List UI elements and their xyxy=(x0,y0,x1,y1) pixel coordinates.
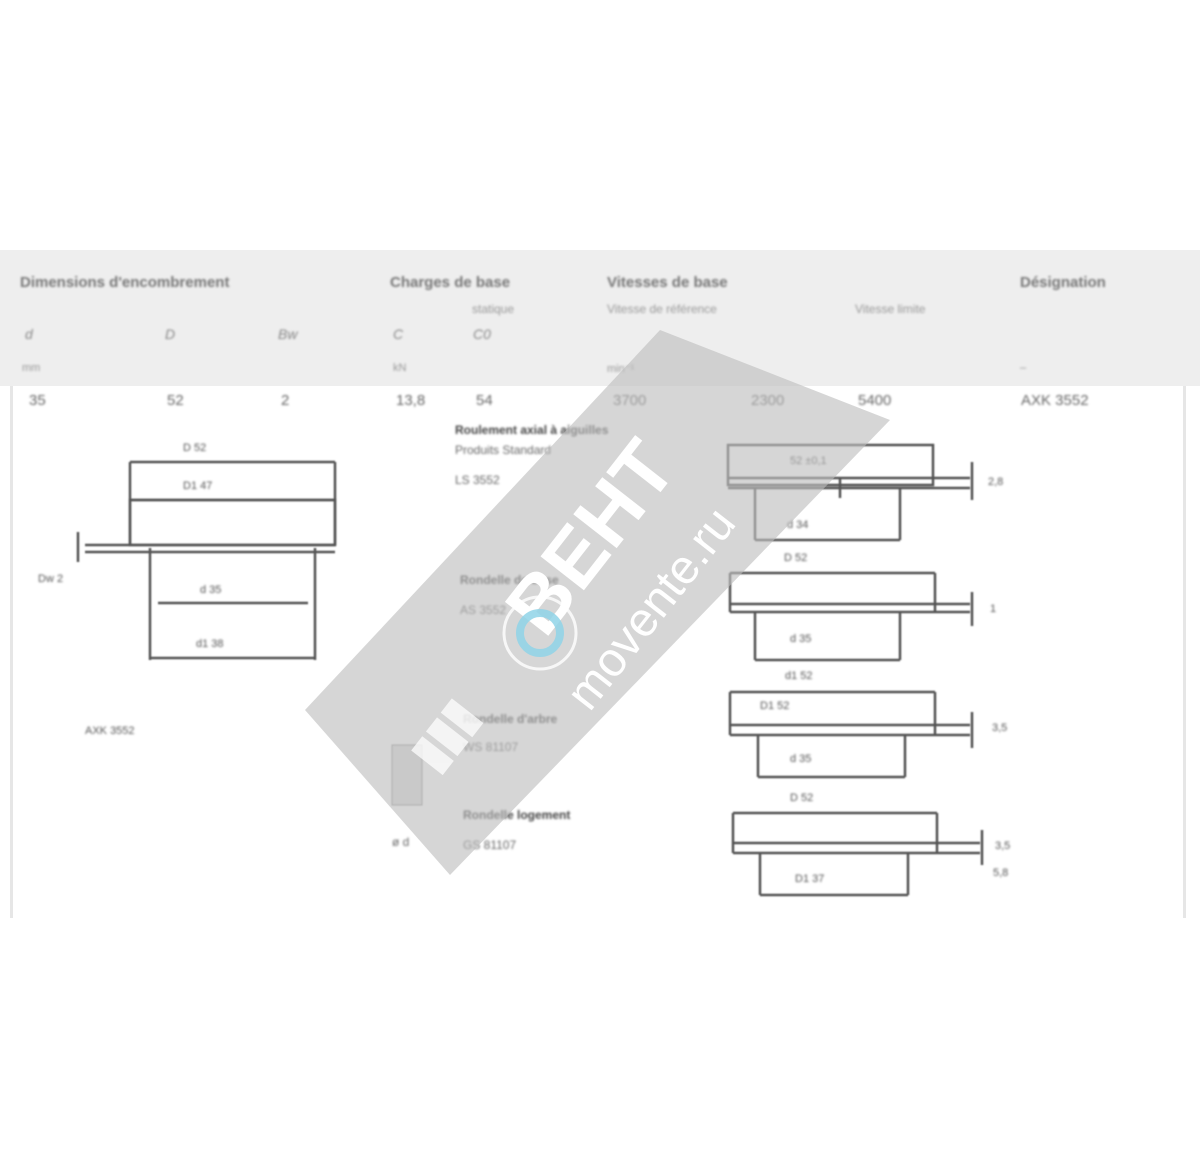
component-1-title: Roulement axial à aiguilles xyxy=(455,423,609,437)
cell-D: 52 xyxy=(167,392,184,409)
component-1-code: LS 3552 xyxy=(455,473,500,487)
header-designation: Désignation xyxy=(1020,274,1106,291)
symbol-d: d xyxy=(25,326,33,342)
dim-D1: D1 47 xyxy=(183,480,213,492)
component-4-extra: 5,8 xyxy=(993,867,1009,879)
component-4-code: GS 81107 xyxy=(463,838,517,852)
header-dimensions: Dimensions d'encombrement xyxy=(20,274,230,291)
component-3-dim-mid: D1 52 xyxy=(760,700,790,712)
component-1-dim-inner: d 34 xyxy=(787,519,809,531)
subheader-static: statique xyxy=(472,302,515,316)
header-speeds: Vitesses de base xyxy=(607,274,728,291)
component-3-code: WS 81107 xyxy=(463,740,519,754)
component-1-subtitle: Produits Standard xyxy=(455,443,552,457)
dim-D: D 52 xyxy=(183,442,207,454)
dim-d: d 35 xyxy=(200,584,222,596)
drawing-designation: AXK 3552 xyxy=(85,725,135,737)
component-3-title: Rondelle d'arbre xyxy=(463,712,558,726)
component-1-thickness: 2,8 xyxy=(988,476,1004,488)
subheader-speed-ref: Vitesse de référence xyxy=(607,302,717,316)
component-3-dim-outer: d1 52 xyxy=(785,670,813,682)
cell-designation: AXK 3552 xyxy=(1021,392,1089,409)
subheader-speed-limit: Vitesse limite xyxy=(855,302,926,316)
cell-d: 35 xyxy=(29,392,46,409)
component-4-thickness: 3,5 xyxy=(995,840,1011,852)
dim-d1: d1 38 xyxy=(196,638,224,650)
component-4-dim-outer: D 52 xyxy=(790,792,814,804)
cell-Bw: 2 xyxy=(281,392,290,409)
symbol-D: D xyxy=(165,326,176,342)
small-label: ø d xyxy=(392,835,410,849)
component-2-dim-outer: D 52 xyxy=(784,552,808,564)
component-2-thickness: 1 xyxy=(990,603,997,615)
component-1-dim-outer: 52 ±0,1 xyxy=(790,455,827,467)
component-4-dim-inner: D1 37 xyxy=(795,873,825,885)
component-2-title: Rondelle de base xyxy=(460,573,559,587)
unit-dash: – xyxy=(1020,362,1027,374)
component-2-dim-inner: d 35 xyxy=(790,633,812,645)
component-4-title: Rondelle logement xyxy=(463,808,571,822)
component-3-thickness: 3,5 xyxy=(992,722,1008,734)
component-3-dim-inner: d 35 xyxy=(790,753,812,765)
symbol-Bw: Bw xyxy=(278,326,298,342)
header-load-ratings: Charges de base xyxy=(390,274,511,291)
unit-mm: mm xyxy=(22,362,41,374)
dim-Dw: Dw 2 xyxy=(38,573,64,585)
component-2-code: AS 3552 xyxy=(460,603,507,617)
